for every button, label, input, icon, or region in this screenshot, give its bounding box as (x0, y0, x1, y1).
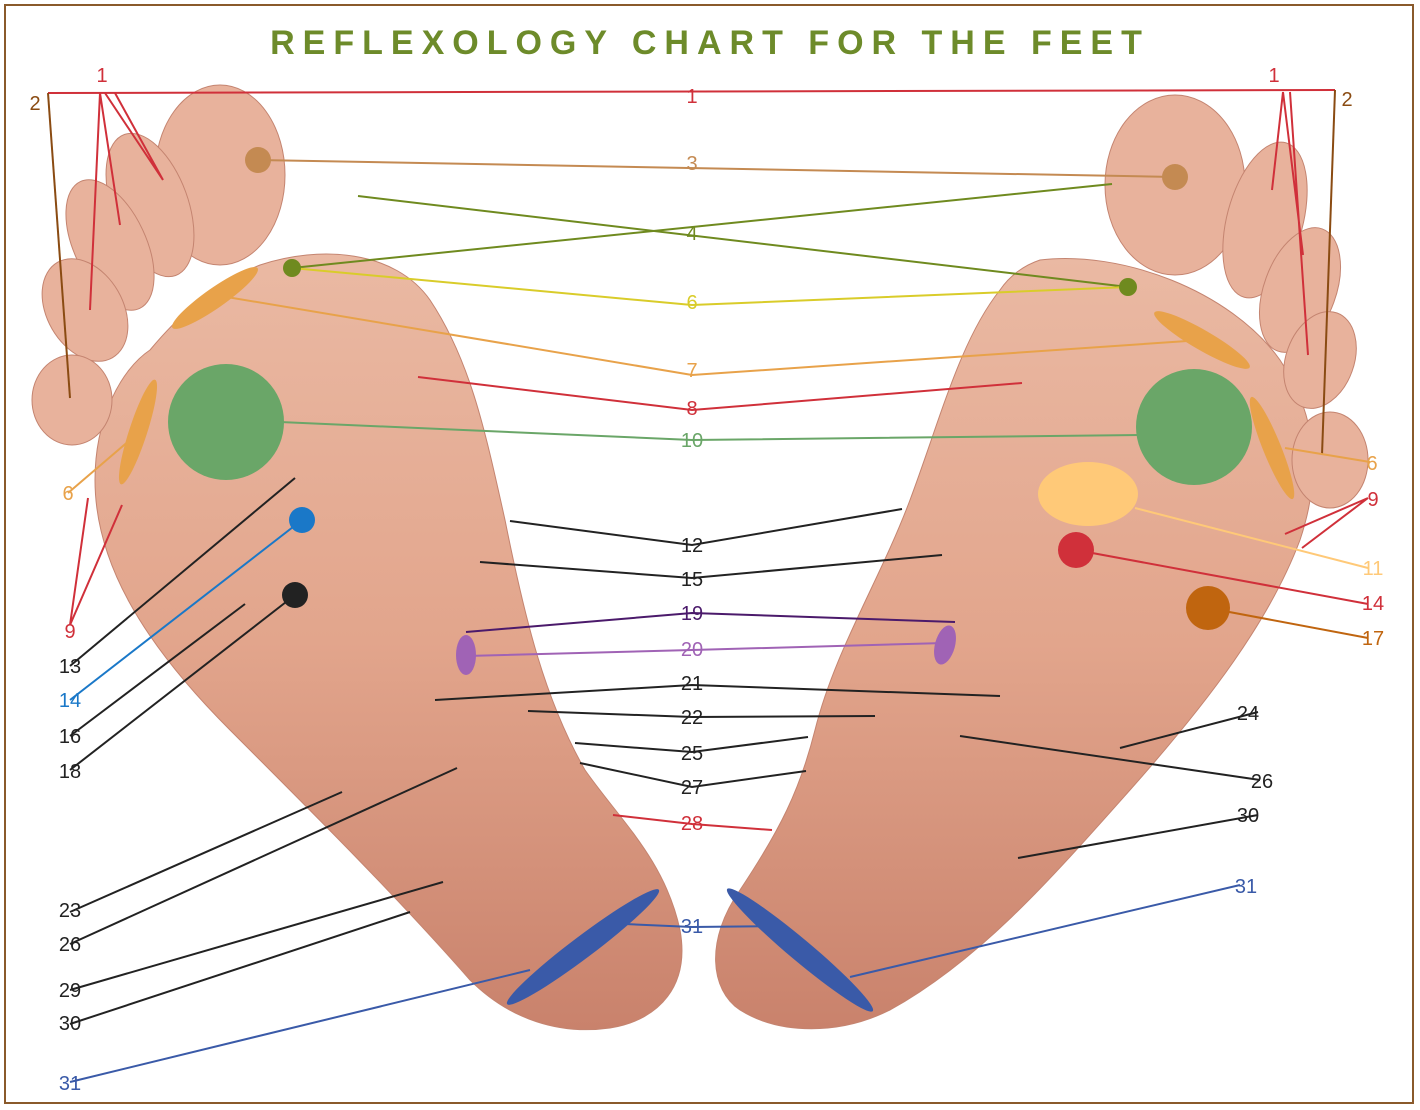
label-24: 24 (1237, 703, 1259, 725)
label-26-right: 26 (1251, 771, 1273, 793)
label-26-left: 26 (59, 934, 81, 956)
label-2-left: 2 (29, 93, 40, 115)
label-16: 16 (59, 726, 81, 748)
marker-3-left (245, 147, 271, 173)
label-1-left: 1 (96, 65, 107, 87)
label-21: 21 (681, 673, 703, 695)
leader-12 (510, 509, 902, 545)
label-31-center: 31 (681, 916, 703, 938)
label-30-right: 30 (1237, 805, 1259, 827)
leader-31-left (70, 970, 530, 1082)
marker-20-left (456, 635, 476, 675)
label-31-right: 31 (1235, 876, 1257, 898)
label-11: 11 (1363, 558, 1384, 580)
leader-2-left (48, 93, 70, 398)
label-4: 4 (686, 223, 697, 245)
leader-4 (292, 184, 1128, 287)
marker-4-6-right (1119, 278, 1137, 296)
leader-29 (70, 882, 443, 990)
label-1-right: 1 (1268, 65, 1279, 87)
marker-11 (1038, 462, 1138, 526)
leader-15 (480, 555, 942, 578)
label-9-left: 9 (64, 621, 75, 643)
label-9-right: 9 (1367, 489, 1378, 511)
label-28: 28 (681, 813, 703, 835)
label-10: 10 (681, 430, 703, 452)
marker-14-left (289, 507, 315, 533)
marker-3-right (1162, 164, 1188, 190)
label-2-right: 2 (1341, 89, 1352, 111)
label-6-left: 6 (62, 483, 73, 505)
label-14-right: 14 (1362, 593, 1384, 615)
marker-10-right (1136, 369, 1252, 485)
label-29: 29 (59, 980, 81, 1002)
right-foot (716, 95, 1369, 1029)
label-14-left: 14 (59, 690, 81, 712)
label-13: 13 (59, 656, 81, 678)
label-23: 23 (59, 900, 81, 922)
leader-30-left (70, 912, 410, 1024)
label-27: 27 (681, 777, 703, 799)
label-30-left: 30 (59, 1013, 81, 1035)
label-22: 22 (681, 707, 703, 729)
label-6-right: 6 (1366, 453, 1377, 475)
label-6-center: 6 (686, 292, 697, 314)
label-12: 12 (681, 535, 703, 557)
marker-18 (282, 582, 308, 608)
leader-8 (418, 377, 1022, 410)
label-17: 17 (1362, 628, 1384, 650)
label-18: 18 (59, 761, 81, 783)
label-15: 15 (681, 569, 703, 591)
label-3: 3 (686, 153, 697, 175)
right-foot-sole (716, 258, 1314, 1028)
label-19: 19 (681, 603, 703, 625)
label-31-left: 31 (59, 1073, 81, 1095)
label-8: 8 (686, 398, 697, 420)
label-1-center: 1 (686, 86, 697, 108)
label-20: 20 (681, 639, 703, 661)
marker-4-6-left (283, 259, 301, 277)
marker-14-right (1058, 532, 1094, 568)
leader-3 (258, 160, 1175, 177)
label-7: 7 (686, 360, 697, 382)
left-foot-sole (95, 254, 682, 1030)
left-little-toe (32, 355, 112, 445)
marker-10-left (168, 364, 284, 480)
leader-23 (70, 792, 342, 912)
label-25: 25 (681, 743, 703, 765)
marker-17 (1186, 586, 1230, 630)
